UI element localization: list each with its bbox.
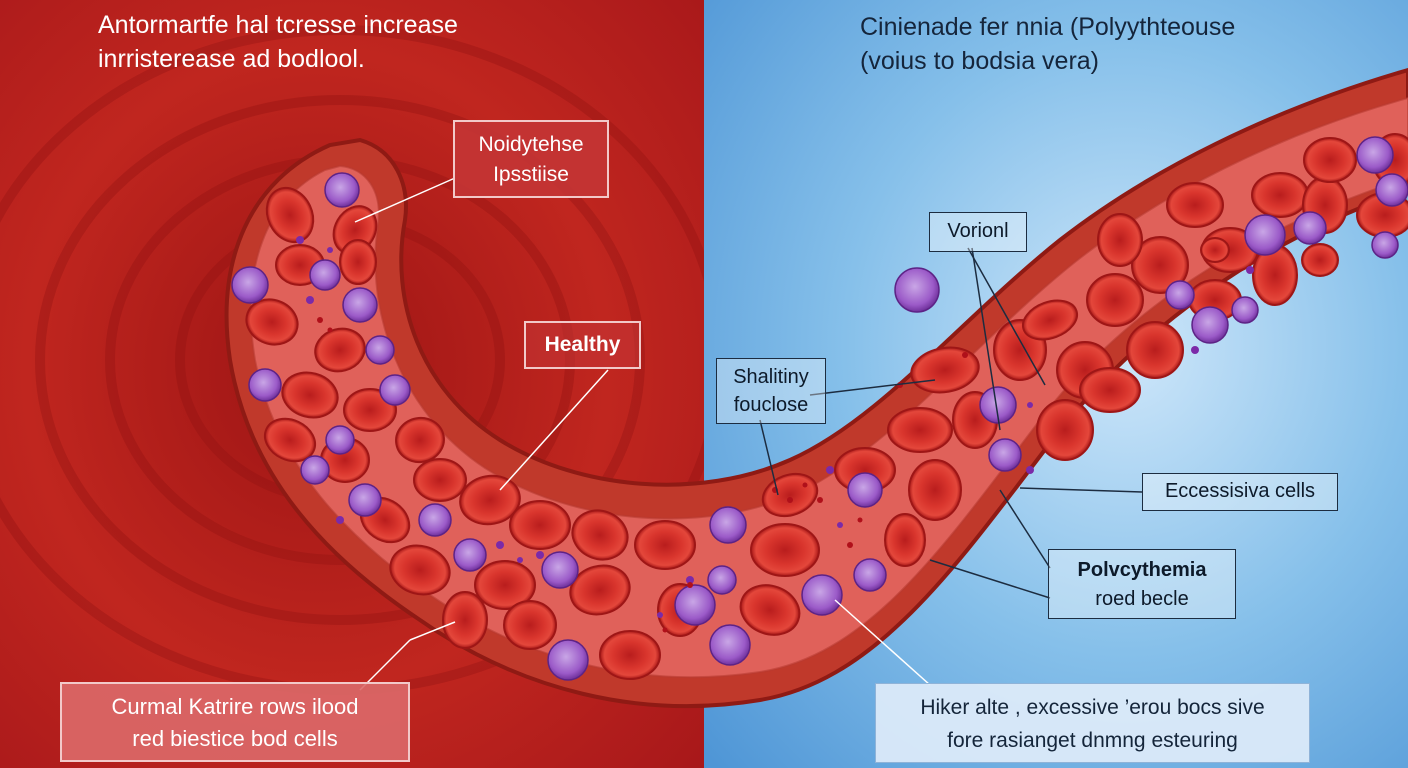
shalitiny-label-line2: fouclose: [733, 394, 809, 416]
excessive-cells-label-text: Eccessisiva cells: [1164, 480, 1316, 502]
healthy-label-text: Healthy: [544, 333, 621, 356]
left-heading-line1: Antormartfe hal tcresse increase: [98, 11, 458, 39]
vorionl-label: Vorionl: [929, 212, 1027, 252]
polycythemia-label: Polvcythemia roed becle: [1048, 549, 1236, 619]
right-heading-line1: Cinienade fer nnia (Polyythteouse: [860, 13, 1236, 41]
bottom-right-caption-line1: Hiker alte , excessive ’erou bocs sive: [920, 696, 1265, 719]
bottom-left-caption-line1: Curmal Katrire rows ilood: [111, 694, 359, 719]
bottom-left-caption: Curmal Katrire rows ilood red biestice b…: [60, 682, 410, 762]
healthy-label: Healthy: [524, 321, 641, 369]
bottom-right-caption: Hiker alte , excessive ’erou bocs sive f…: [875, 683, 1310, 763]
platelets: [296, 236, 1254, 618]
white-blood-cells: [231, 136, 1408, 681]
polycythemia-title: Polvcythemia: [1077, 559, 1207, 581]
right-heading-line2: (voius to bodsia vera): [860, 47, 1100, 75]
left-panel-heading: Antormartfe hal tcresse increase inrrist…: [98, 8, 458, 76]
left-heading-line2: inrristerease ad bodlool.: [98, 45, 365, 73]
excessive-cells-label: Eccessisiva cells: [1142, 473, 1338, 511]
vorionl-label-text: Vorionl: [947, 220, 1009, 242]
shalitiny-label: Shalitiny fouclose: [716, 358, 826, 424]
leader-lines: [354, 177, 1143, 691]
top-center-label: Noidytehse Ipsstiise: [453, 120, 609, 198]
polycythemia-subtitle: roed becle: [1095, 588, 1189, 610]
bottom-right-caption-line2: fore rasianget dnmng esteuring: [947, 729, 1238, 752]
shalitiny-label-line1: Shalitiny: [733, 366, 809, 388]
top-center-label-line2: Ipsstiise: [493, 163, 569, 186]
top-center-label-line1: Noidytehse: [478, 133, 584, 156]
bottom-left-caption-line2: red biestice bod cells: [132, 726, 338, 751]
right-panel-heading: Cinienade fer nnia (Polyythteouse (voius…: [860, 10, 1235, 78]
